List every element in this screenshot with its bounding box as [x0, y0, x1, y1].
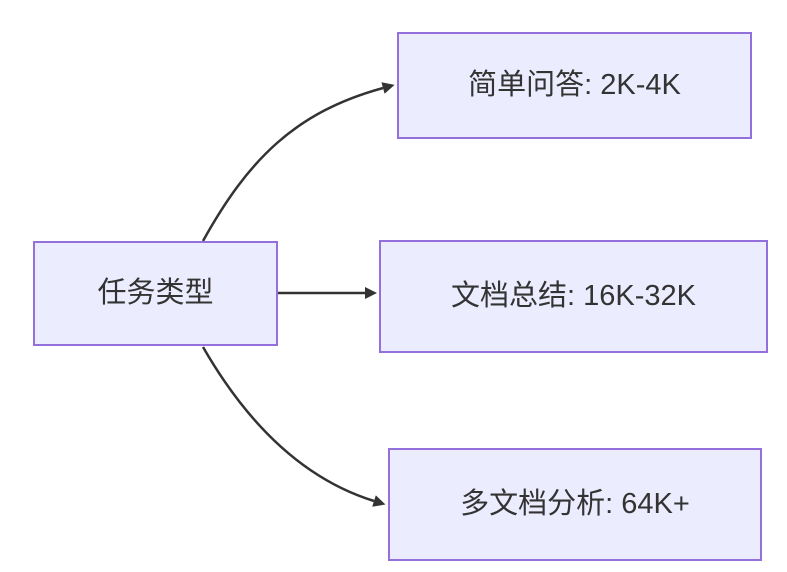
node-multi-doc-label: 多文档分析: 64K+ — [460, 488, 690, 521]
node-doc-summary-label: 文档总结: 16K-32K — [451, 280, 696, 313]
node-task-type: 任务类型 — [33, 241, 278, 346]
node-task-type-label: 任务类型 — [97, 277, 214, 310]
edge-task-type-to-simple-qa — [201, 82, 395, 242]
node-simple-qa: 简单问答: 2K-4K — [397, 32, 752, 139]
edge-task-type-to-multi-doc — [201, 346, 386, 507]
node-doc-summary: 文档总结: 16K-32K — [379, 240, 768, 353]
node-simple-qa-label: 简单问答: 2K-4K — [468, 69, 681, 102]
node-multi-doc: 多文档分析: 64K+ — [388, 448, 762, 561]
